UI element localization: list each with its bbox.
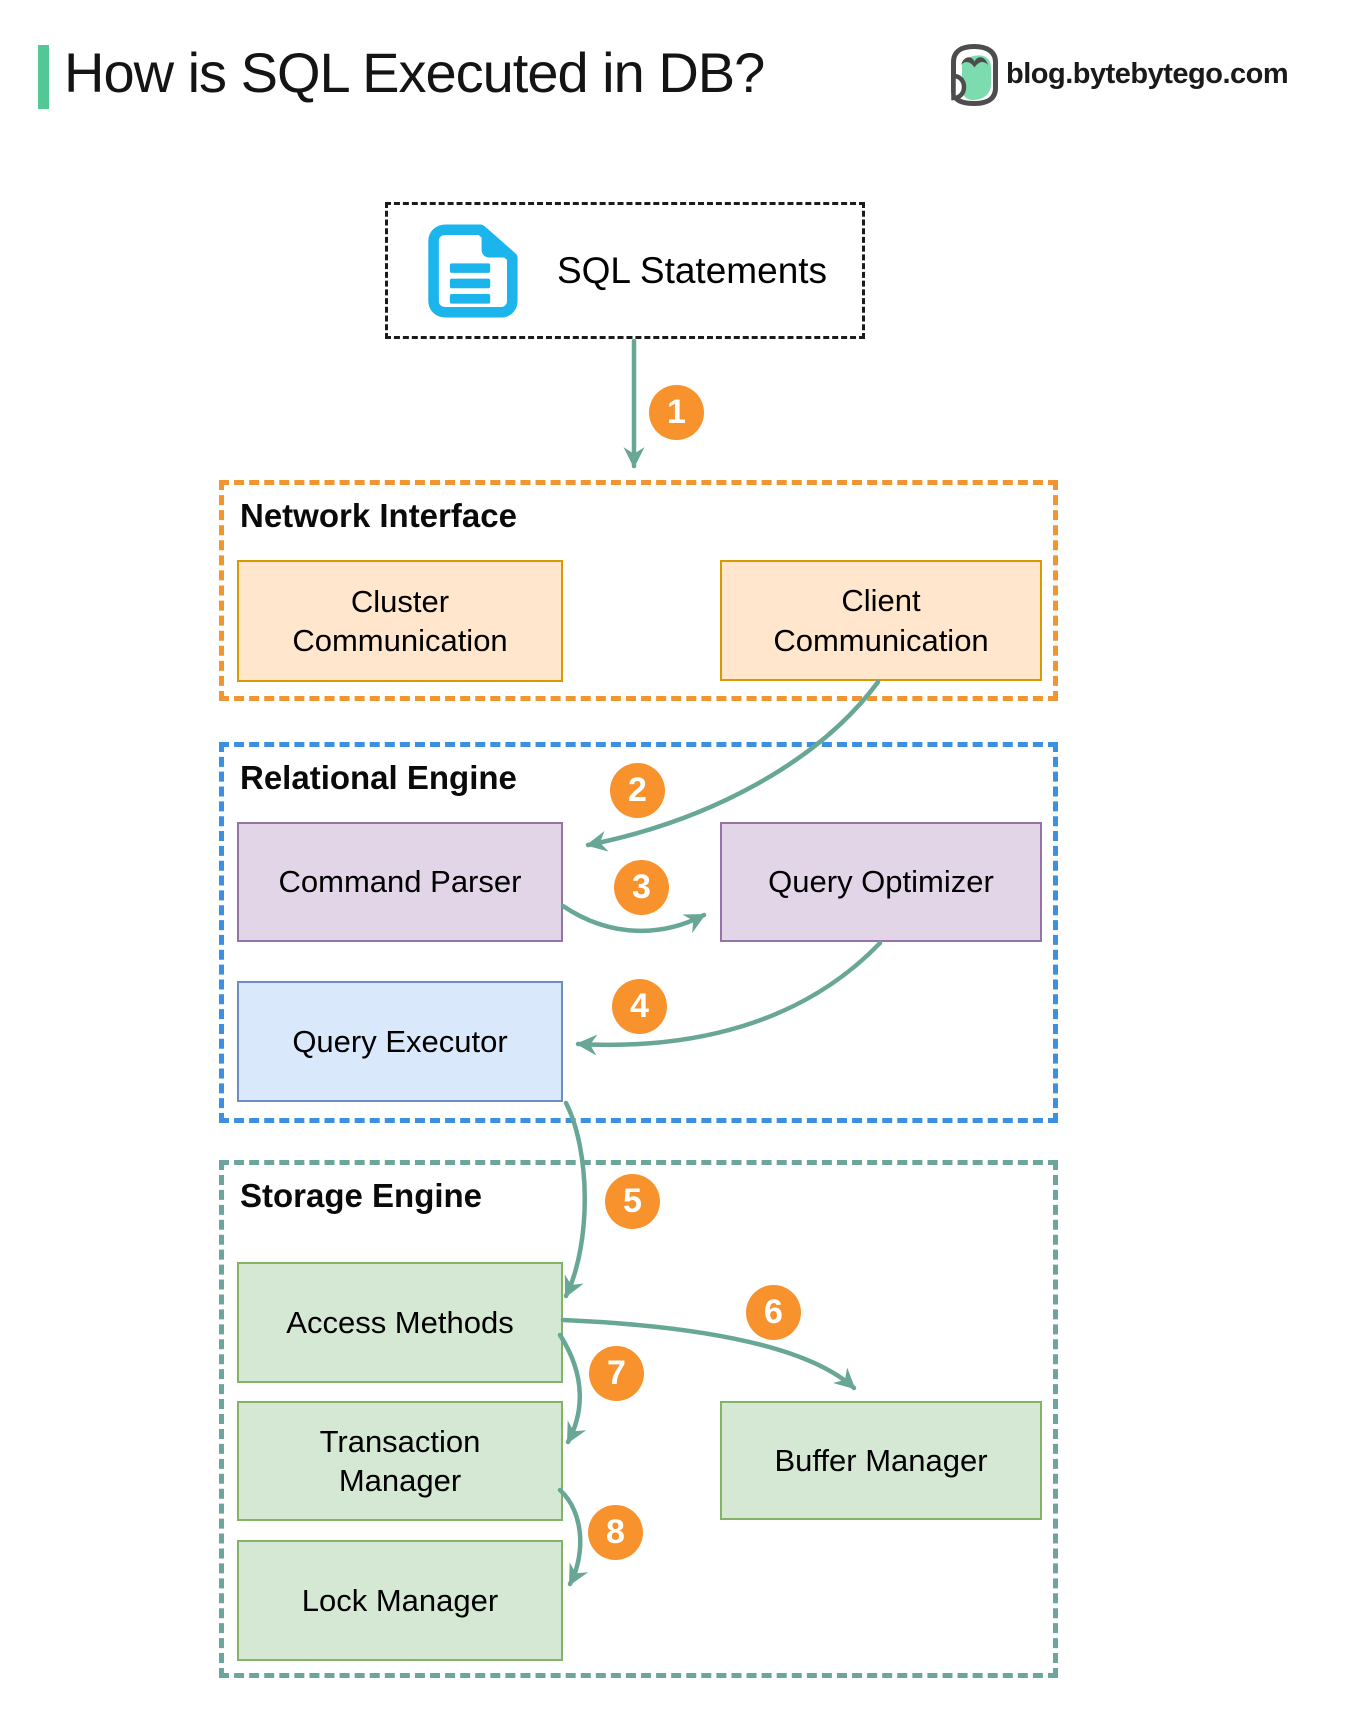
box-cluster-communication: Cluster Communication — [237, 560, 563, 682]
step-badge-5: 5 — [605, 1174, 660, 1229]
page-title: How is SQL Executed in DB? — [64, 41, 765, 104]
sql-statements-label: SQL Statements — [556, 249, 828, 291]
title-accent-bar — [38, 45, 49, 109]
label-relational-engine: Relational Engine — [240, 759, 517, 796]
box-buffer-manager: Buffer Manager — [720, 1401, 1042, 1520]
step-badge-4: 4 — [612, 979, 667, 1034]
container-storage-engine: Storage Engine — [219, 1160, 1058, 1678]
box-query-optimizer: Query Optimizer — [720, 822, 1042, 942]
box-transaction-manager: Transaction Manager — [237, 1401, 563, 1521]
sql-statements-box: SQL Statements — [385, 202, 865, 339]
box-query-executor: Query Executor — [237, 981, 563, 1102]
step-badge-8: 8 — [588, 1505, 643, 1560]
box-command-parser: Command Parser — [237, 822, 563, 942]
bytebytego-logo-icon — [951, 44, 998, 106]
box-access-methods: Access Methods — [237, 1262, 563, 1383]
box-lock-manager: Lock Manager — [237, 1540, 563, 1661]
label-network-interface: Network Interface — [240, 497, 517, 534]
step-badge-1: 1 — [649, 385, 704, 440]
step-badge-6: 6 — [746, 1285, 801, 1340]
step-badge-2: 2 — [610, 763, 665, 818]
box-client-communication: Client Communication — [720, 560, 1042, 681]
step-badge-7: 7 — [589, 1346, 644, 1401]
brand-site-text: blog.bytebytego.com — [1006, 58, 1289, 90]
label-storage-engine: Storage Engine — [240, 1177, 483, 1214]
brand: blog.bytebytego.com — [950, 44, 1289, 106]
step-badge-3: 3 — [614, 860, 669, 915]
sql-document-icon — [428, 223, 518, 318]
